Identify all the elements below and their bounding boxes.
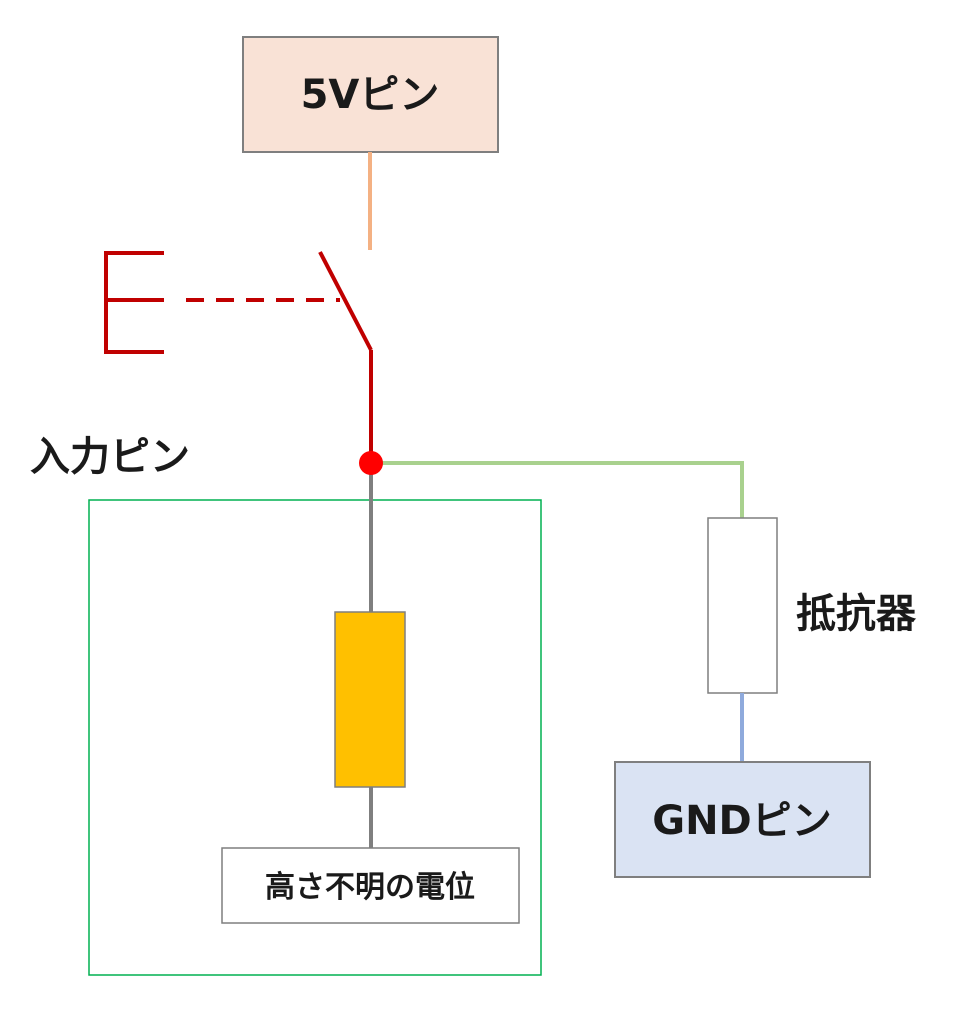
switch-blade xyxy=(318,251,373,351)
floating-region xyxy=(88,499,542,976)
input-pin-label: 入力ピン xyxy=(30,434,190,480)
resistor-label: 抵抗器 xyxy=(796,591,917,637)
gnd-pin-box: GNDピン xyxy=(614,761,871,878)
resistor xyxy=(707,517,778,694)
push-switch xyxy=(104,251,373,354)
unknown-potential-label: 高さ不明の電位 xyxy=(265,870,475,905)
power-pin-label: 5Vピン xyxy=(301,72,440,118)
junction-dot xyxy=(359,451,383,475)
gnd-pin-label: GNDピン xyxy=(652,798,832,844)
power-pin-box: 5Vピン xyxy=(242,36,499,153)
unknown-potential-box: 高さ不明の電位 xyxy=(221,847,520,924)
floating-element xyxy=(334,611,406,788)
switch-actuator xyxy=(104,251,164,354)
pulldown-wire xyxy=(371,461,744,518)
